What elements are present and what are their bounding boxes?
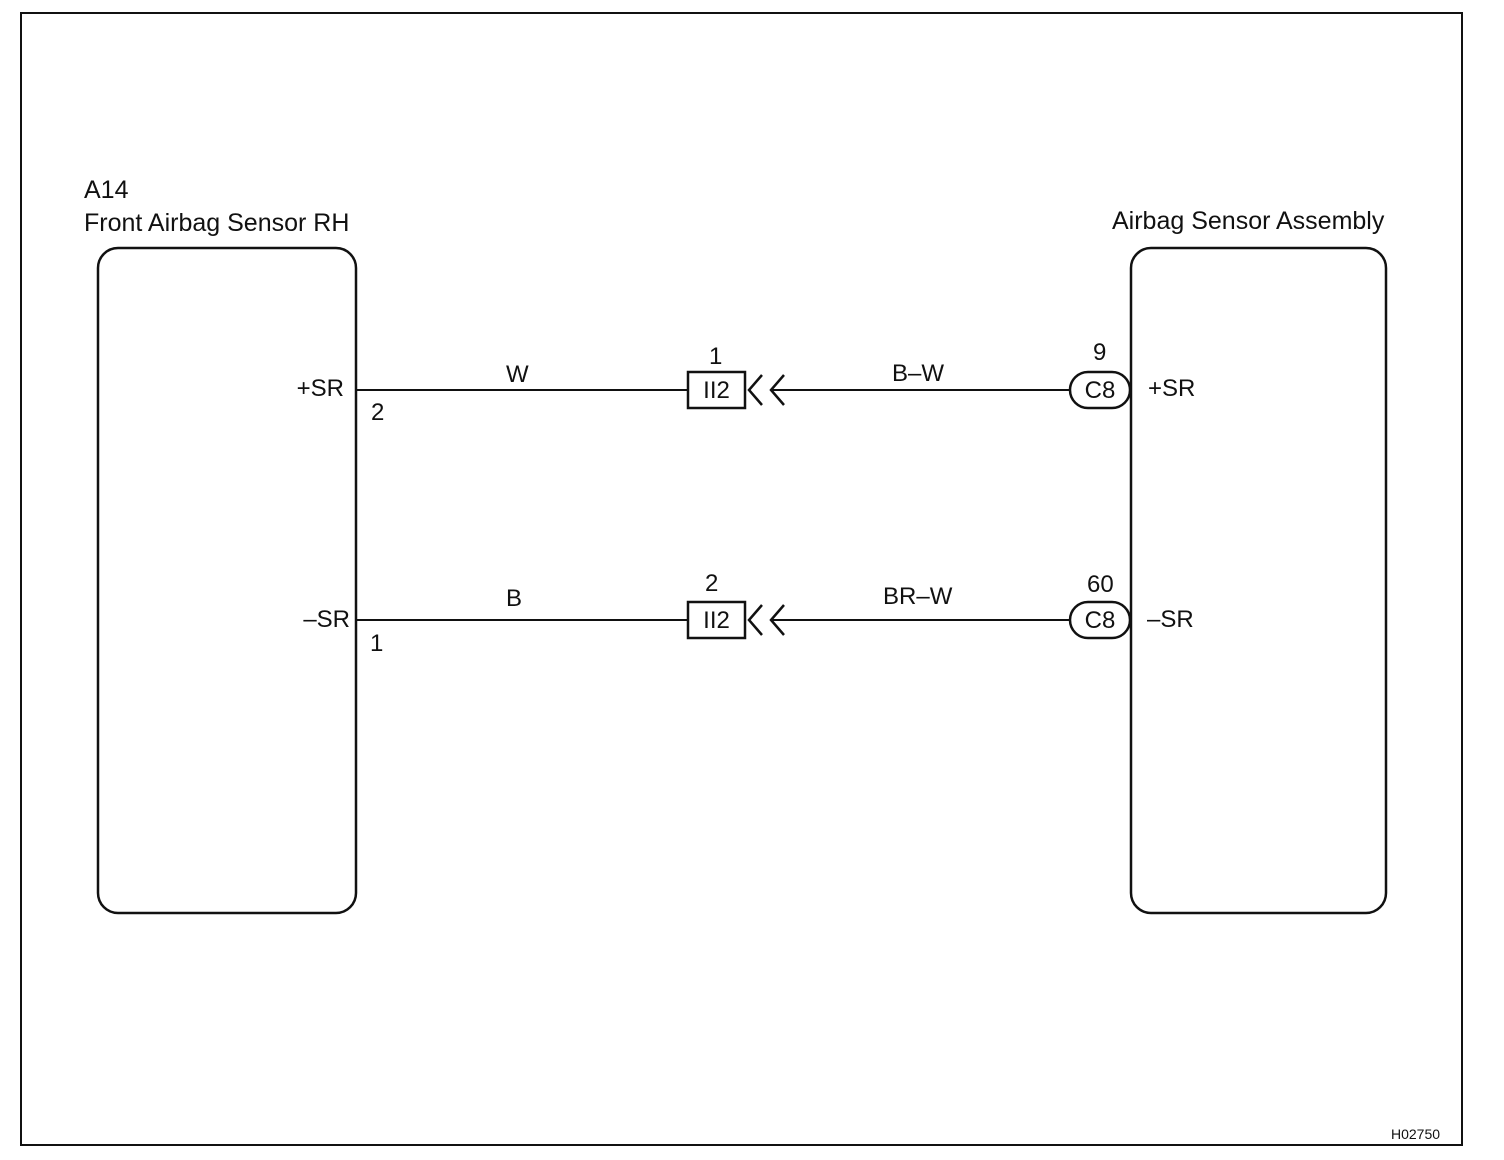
right-pin-60: 60 xyxy=(1087,571,1114,598)
right-terminal-minus-sr: –SR xyxy=(1147,606,1194,633)
left-pin-1: 1 xyxy=(370,630,384,657)
connector-c8-label-lower: C8 xyxy=(1084,607,1116,634)
left-component-name: Front Airbag Sensor RH xyxy=(84,209,350,237)
junction-connector-lower xyxy=(686,600,747,640)
connector-c8-label-upper: C8 xyxy=(1084,377,1116,404)
wire-color-br-w: BR–W xyxy=(883,583,953,610)
left-component-code: A14 xyxy=(84,176,129,204)
right-component-name: Airbag Sensor Assembly xyxy=(1112,207,1385,235)
airbag-sensor-assembly-box xyxy=(1129,246,1388,915)
chevron-icon xyxy=(769,374,785,406)
figure-reference: H02750 xyxy=(1391,1126,1441,1142)
junction-code-lower: II2 xyxy=(703,607,730,634)
wire-color-b-w: B–W xyxy=(892,360,945,387)
left-terminal-minus-sr: –SR xyxy=(303,606,350,633)
right-pin-9: 9 xyxy=(1093,339,1107,366)
junction-code-upper: II2 xyxy=(703,377,730,404)
right-terminal-plus-sr: +SR xyxy=(1148,375,1196,402)
diagram-frame xyxy=(20,12,1463,1146)
junction-connector-upper xyxy=(686,370,747,410)
chevron-icon xyxy=(747,374,763,406)
chevron-icon xyxy=(769,604,785,636)
connector-c8-lower xyxy=(1068,600,1132,640)
connector-c8-upper xyxy=(1068,370,1132,410)
wire-color-b: B xyxy=(506,585,523,612)
left-terminal-plus-sr: +SR xyxy=(296,375,344,402)
left-pin-2: 2 xyxy=(371,399,385,426)
front-airbag-sensor-box xyxy=(96,246,358,915)
junction-pin-2: 2 xyxy=(705,570,719,597)
junction-pin-1: 1 xyxy=(709,343,723,370)
chevron-icon xyxy=(747,604,763,636)
wire-color-w: W xyxy=(506,361,529,388)
